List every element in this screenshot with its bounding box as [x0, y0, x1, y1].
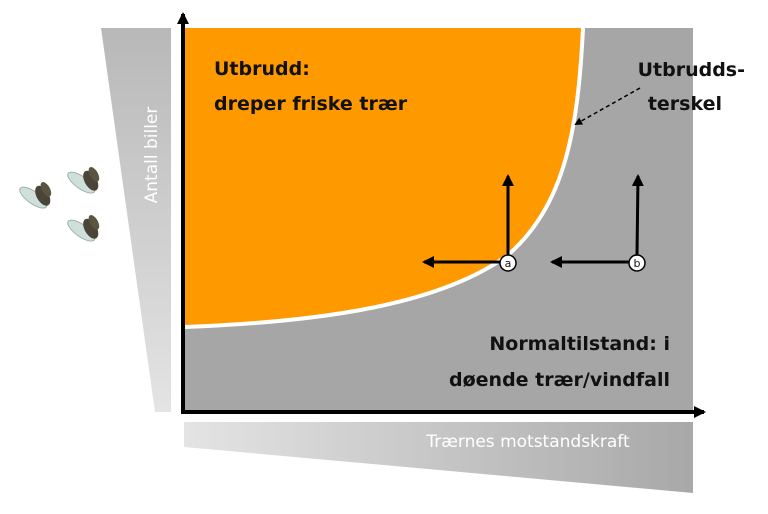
point-b-group: b	[550, 174, 646, 272]
beetle-icon	[67, 167, 100, 194]
x-axis-label: Trærnes motstandskraft	[425, 432, 630, 452]
point-b-marker	[628, 254, 646, 272]
point-b-label: b	[634, 257, 641, 270]
threshold-label-line1: Utbrudds-	[638, 59, 745, 81]
threshold-pointer-arrow	[574, 87, 641, 125]
outbreak-region	[184, 28, 583, 327]
point-a-group: a	[422, 174, 517, 272]
beetle-icon	[67, 215, 100, 242]
outbreak-label-line2: dreper friske trær	[214, 93, 408, 115]
point-a-label: a	[505, 257, 512, 270]
outbreak-label-line1: Utbrudd:	[214, 58, 310, 80]
normal-label-line1: Normaltilstand: i	[489, 333, 670, 355]
threshold-label-line2: terskel	[648, 93, 722, 115]
beetle-icon	[19, 182, 52, 209]
point-b-up-arrow	[631, 174, 644, 257]
beetles-illustration	[19, 167, 100, 242]
normal-label-line2: døende trær/vindfall	[449, 369, 670, 391]
point-a-marker	[499, 254, 517, 272]
x-axis-band	[184, 422, 693, 493]
y-axis-label: Antall biller	[142, 107, 162, 204]
y-axis-band	[101, 28, 171, 412]
